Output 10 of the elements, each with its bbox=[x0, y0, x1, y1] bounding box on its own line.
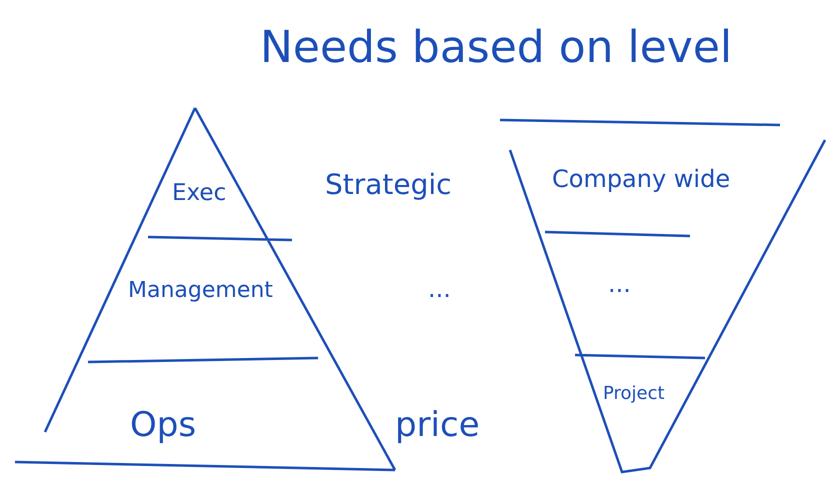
level-label: price bbox=[395, 405, 480, 445]
title: Needs based on level bbox=[260, 22, 732, 73]
level-label: ... bbox=[428, 275, 451, 303]
level-label: Strategic bbox=[325, 168, 452, 201]
tier-label: Project bbox=[603, 383, 665, 404]
tier-label: Management bbox=[128, 278, 273, 303]
tier-label: Exec bbox=[172, 180, 226, 206]
ellipsis: ... bbox=[608, 270, 631, 298]
tier-label: Company wide bbox=[552, 165, 730, 193]
tier-label: Ops bbox=[130, 405, 196, 445]
